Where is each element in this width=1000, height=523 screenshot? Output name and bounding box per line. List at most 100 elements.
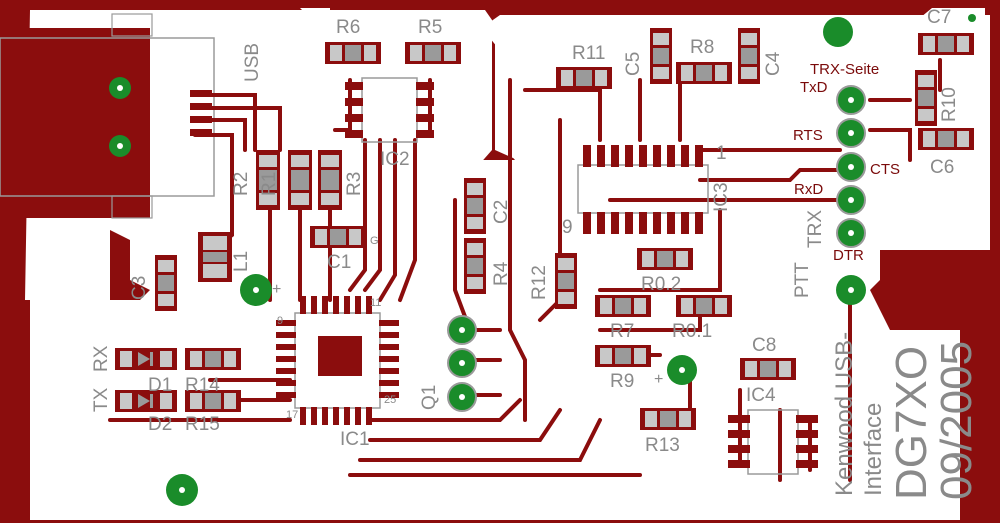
mount-pad-top-right [823,17,853,47]
rx-label: RX [91,345,112,372]
tx-label: TX [91,387,112,412]
ic4-label: IC4 [746,385,776,406]
r5-label: R5 [418,17,443,38]
through-hole-pads [109,14,976,506]
usb-tab-top [111,13,153,37]
plus-mid: + [654,371,664,388]
rts-label: RTS [793,127,823,144]
smd-parts [115,28,974,430]
g-mark: G [370,235,379,247]
r15-body [185,390,241,412]
q1-label: Q1 [419,384,440,410]
r13-body [640,408,696,430]
c1-body [310,226,366,248]
c2-body [464,178,486,234]
callsign: DG7XO [887,345,936,500]
c8-body [740,358,796,380]
ic1-label: IC1 [340,429,370,450]
r12-body [555,253,577,309]
usb-label: USB [242,42,263,82]
date: 09/2005 [932,340,981,500]
ic3-package [577,145,709,234]
r10-body [915,70,937,126]
ic1-pin25-label: 25 [384,394,397,406]
r2-body [256,150,280,210]
trx-header-pads [836,85,866,248]
c1-label: C1 [327,252,352,273]
c5-label: C5 [623,51,644,76]
r3-label: R3 [344,171,365,196]
ic-packages [190,77,818,475]
r02-label: R0.2 [641,274,682,295]
r1-body [288,150,312,210]
ic1-pin17-label: 17 [286,409,299,421]
d1-body [115,348,177,370]
cts-label: CTS [870,161,900,178]
r02-body [637,248,693,270]
usb-copper-block [20,28,150,218]
r7-label: R7 [610,321,635,342]
trx-side-label: TRX-Seite [810,61,880,78]
usb-pins [190,90,212,136]
c8-label: C8 [752,335,777,356]
small-via [968,14,976,22]
r1-label: R1 [259,171,280,196]
r10-label: R10 [939,87,960,122]
ic4-package [728,409,818,475]
r12-label: R12 [529,265,550,300]
ic1-pin9-label: 9 [277,315,284,327]
ptt-pad [836,275,866,305]
r14-body [185,348,241,370]
d1-label: D1 [148,375,173,396]
r8-body [676,62,732,84]
board-white-right [80,8,985,508]
ic3-label: IC3 [711,182,732,212]
r01-body [676,295,732,317]
r4-body [464,238,486,294]
r6-body [325,42,381,64]
r11-body [556,67,612,89]
c4-body [738,28,760,84]
txd-label: TxD [800,79,828,96]
c7-label: C7 [927,7,952,28]
c6-label: C6 [930,157,955,178]
r11-label: R11 [572,43,606,64]
q1-pads [447,315,477,412]
r9-body [595,345,651,367]
plus-left: + [272,281,282,298]
r15-label: R15 [185,414,220,435]
r5-body [405,42,461,64]
ic1-pin11-label: 11 [370,297,382,309]
usb-outline [0,37,215,197]
title-line2: Interface [860,402,887,496]
ic3-pin9-label: 9 [562,217,573,238]
c3-body [155,255,177,311]
ic2-package [345,77,434,143]
ptt-label: PTT [792,262,813,298]
trx-label: TRX [805,210,826,248]
c4-label: C4 [763,51,784,76]
usb-pad-top [109,77,131,99]
c2-label: C2 [491,199,512,224]
ic3-pin1-label: 1 [716,143,727,164]
c7-body [918,33,974,55]
d2-label: D2 [148,414,173,435]
usb-tab-bottom [111,195,153,219]
title-line1: Kenwood USB- [831,331,858,496]
c3-label: C3 [129,275,150,300]
r01-label: R0.1 [672,321,713,342]
r7-body [595,295,651,317]
l1-label: L1 [231,250,252,272]
l1-body [198,232,232,282]
r13-label: R13 [645,435,680,456]
r9-label: R9 [610,371,635,392]
d2-body [115,390,177,412]
rxd-label: RxD [794,181,824,198]
r4-label: R4 [491,261,512,286]
r8-label: R8 [690,37,715,58]
r14-label: R14 [185,375,220,396]
r3-body [318,150,342,210]
ic1-package [276,296,399,425]
c6-body [918,128,974,150]
